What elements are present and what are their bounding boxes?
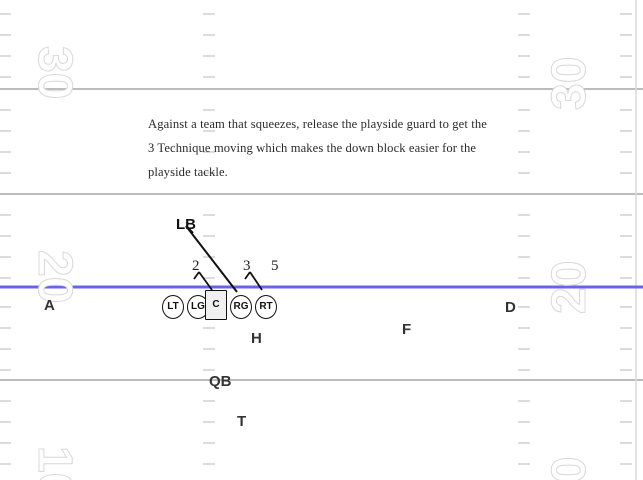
- position-label-t: T: [237, 413, 246, 430]
- player-rg-label: RG: [233, 301, 249, 312]
- technique-2-label: 2: [192, 258, 200, 275]
- technique-text: 3: [243, 258, 251, 274]
- player-rt-label: RT: [259, 301, 273, 312]
- player-lt-label: LT: [167, 301, 179, 312]
- position-a-text: A: [44, 297, 55, 314]
- technique-text: 5: [271, 258, 279, 274]
- block-tick-rt-to-3: [249, 271, 263, 291]
- position-f-text: F: [402, 321, 412, 338]
- yard-lines: [0, 88, 643, 381]
- linebacker-text: LB: [176, 216, 196, 233]
- position-label-f: F: [402, 321, 411, 338]
- block-tick-c-to-2: [198, 271, 213, 291]
- technique-5-label: 5: [271, 258, 279, 275]
- block-tick-rt-to-3-head: [244, 271, 251, 280]
- block-tick-c-to-2-head: [193, 271, 200, 280]
- technique-3-label: 3: [243, 258, 251, 275]
- player-lt[interactable]: LT: [162, 295, 184, 319]
- position-d-text: D: [505, 299, 516, 316]
- coach-note-line-3: playside tackle.: [148, 165, 228, 179]
- rg-release-to-lb-arrow: [185, 225, 238, 293]
- player-lg-label: LG: [191, 301, 205, 312]
- position-label-d: D: [505, 299, 516, 316]
- position-qb-text: QB: [209, 373, 232, 390]
- player-c-label: C: [212, 299, 220, 310]
- hash-marks: [0, 13, 632, 465]
- position-label-qb: QB: [209, 373, 232, 390]
- linebacker-label: LB: [176, 216, 196, 233]
- player-rg[interactable]: RG: [230, 295, 252, 319]
- position-t-text: T: [237, 413, 247, 430]
- player-c[interactable]: C: [205, 290, 227, 320]
- position-h-text: H: [251, 330, 262, 347]
- player-rt[interactable]: RT: [255, 295, 277, 319]
- technique-text: 2: [192, 258, 200, 274]
- position-label-a: A: [44, 297, 55, 314]
- coach-note-line-2: 3 Technique moving which makes the down …: [148, 141, 477, 155]
- coach-note-line-1: Against a team that squeezes, release th…: [148, 117, 487, 131]
- rg-release-arrowhead-left: [185, 225, 194, 234]
- player-lg[interactable]: LG: [187, 295, 209, 319]
- position-label-h: H: [251, 330, 262, 347]
- coach-note: Against a team that squeezes, release th…: [148, 112, 518, 184]
